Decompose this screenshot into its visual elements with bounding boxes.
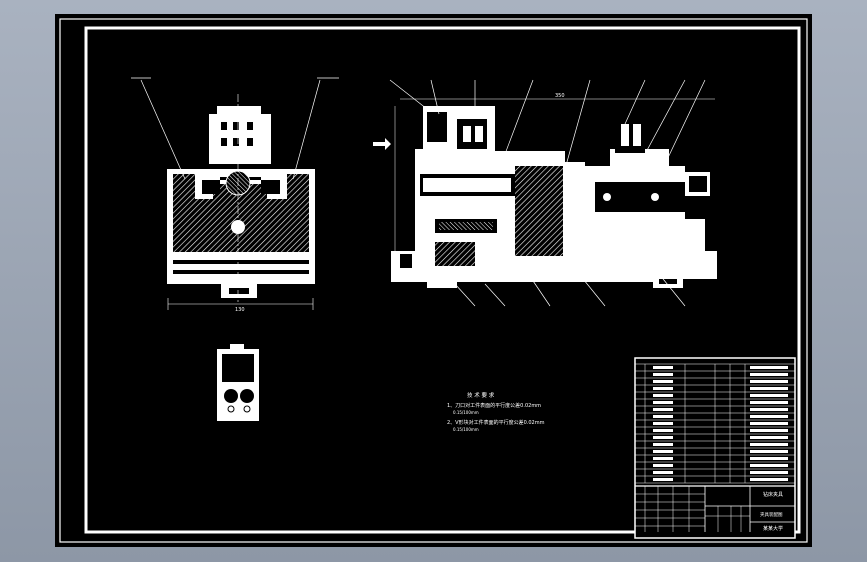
school-name: 某某大学 xyxy=(763,525,783,532)
tech-req-line2-sub: 0.15/100mm xyxy=(453,427,479,432)
sheet-inner-border xyxy=(84,26,801,534)
parts-row-text-stub xyxy=(750,429,788,432)
assembly-drawing: 130 xyxy=(59,18,808,543)
parts-row-text-stub xyxy=(653,422,673,425)
tech-req-line1: 1、刀口对工件表面的平行度公差0.02mm xyxy=(447,402,541,409)
parts-row-text-stub xyxy=(653,415,673,418)
parts-row-text-stub xyxy=(750,422,788,425)
parts-row-text-stub xyxy=(653,471,673,474)
parts-row-text-stub xyxy=(653,380,673,383)
parts-row-text-stub xyxy=(750,478,788,481)
tech-req-title: 技 术 要 求 xyxy=(467,391,495,399)
parts-row-text-stub xyxy=(750,380,788,383)
side-section-view: 350 xyxy=(373,79,717,307)
sheet-outer-border xyxy=(59,18,808,543)
drawing-name: 钻床夹具 xyxy=(763,491,783,498)
parts-row-text-stub xyxy=(750,471,788,474)
tech-req-line2: 2、V形块对工件表面的平行度公差0.02mm xyxy=(447,419,545,426)
parts-row-text-stub xyxy=(653,408,673,411)
detail-view xyxy=(217,344,259,421)
title-block: 钻床夹具 夹具装配图 某某大学 xyxy=(634,357,796,539)
parts-list xyxy=(634,363,796,484)
parts-row-text-stub xyxy=(750,457,788,460)
parts-row-text-stub xyxy=(653,478,673,481)
front-section-view: 130 xyxy=(131,77,339,313)
parts-row-text-stub xyxy=(653,401,673,404)
parts-row-text-stub xyxy=(750,387,788,390)
parts-row-text-stub xyxy=(653,436,673,439)
parts-row-text-stub xyxy=(653,450,673,453)
parts-row-text-stub xyxy=(653,457,673,460)
parts-row-text-stub xyxy=(750,373,788,376)
parts-row-text-stub xyxy=(750,464,788,467)
parts-row-text-stub xyxy=(653,394,673,397)
parts-row-text-stub xyxy=(653,464,673,467)
company-label: 夹具装配图 xyxy=(760,511,783,518)
parts-row-text-stub xyxy=(750,394,788,397)
parts-row-text-stub xyxy=(653,429,673,432)
parts-row-text-stub xyxy=(750,443,788,446)
side-view-dim: 350 xyxy=(555,93,565,99)
cad-viewport[interactable]: 130 xyxy=(55,14,812,547)
technical-requirements: 技 术 要 求 1、刀口对工件表面的平行度公差0.02mm 0.15/100mm… xyxy=(447,391,545,432)
parts-row-text-stub xyxy=(750,436,788,439)
parts-row-text-stub xyxy=(750,450,788,453)
parts-row-text-stub xyxy=(653,443,673,446)
parts-row-text-stub xyxy=(750,408,788,411)
tech-req-line1-sub: 0.15/100mm xyxy=(453,410,479,415)
parts-row-text-stub xyxy=(653,366,673,369)
top-view-dim: 130 xyxy=(235,307,245,313)
parts-row-text-stub xyxy=(750,415,788,418)
parts-row-text-stub xyxy=(653,387,673,390)
parts-row-text-stub xyxy=(750,366,788,369)
parts-row-text-stub xyxy=(750,401,788,404)
parts-row-text-stub xyxy=(653,373,673,376)
